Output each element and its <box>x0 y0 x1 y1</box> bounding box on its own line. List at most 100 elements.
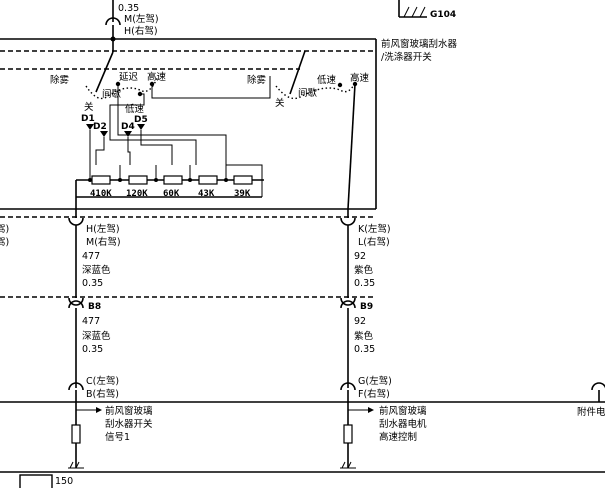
diode-d4-label: D4 <box>121 122 135 132</box>
wire-477-circuit: 477 <box>82 251 100 262</box>
wire-92-circuit: 92 <box>354 251 366 262</box>
left-input-resistor <box>71 424 81 444</box>
wire-92-bottom-conn-left: G(左驾) <box>358 375 392 387</box>
wire-477-size: 0.35 <box>82 278 103 289</box>
ladder-lead-6 <box>117 120 227 165</box>
connector-b8-label: B8 <box>88 302 101 312</box>
left-pos-off: 关 <box>84 101 94 113</box>
left-switch-section: 除雾 延迟 高速 关 间歇 低速 D1 D2 D4 D5 <box>50 39 271 209</box>
switch-title-line1: 前风窗玻璃刮水器 <box>381 38 458 50</box>
top-connector-right: H(右驾) <box>124 25 158 37</box>
wire-477-size2: 0.35 <box>82 344 103 355</box>
wire-92-size2: 0.35 <box>354 344 375 355</box>
wire-92-conn-left: K(左驾) <box>358 223 391 235</box>
right-input-resistor <box>343 424 353 444</box>
ladder-lead-3 <box>127 137 131 165</box>
wire-92-color2: 紫色 <box>354 330 374 342</box>
ladder-lead-2 <box>95 137 105 165</box>
resistor-43k <box>198 175 218 185</box>
bottom-reference: 150 <box>0 471 605 488</box>
right-pos-high: 高速 <box>350 72 370 84</box>
left-edge-fragment-1: 驾) <box>0 224 9 235</box>
diode-d1-label: D1 <box>81 114 95 124</box>
right-output-wire <box>347 83 356 210</box>
right-pos-off: 关 <box>275 97 285 109</box>
ground-hatch-1 <box>403 6 410 18</box>
left-module-input: 前风窗玻璃 刮水器开关 信号1 <box>68 405 153 469</box>
left-contact-arc <box>85 75 159 100</box>
wire-477-bottom-conn-right: B(右驾) <box>86 388 119 400</box>
connector-k-symbol <box>340 217 356 226</box>
left-dest-line3: 信号1 <box>105 431 130 443</box>
diode-d2 <box>100 131 108 137</box>
wire-92-conn-right: L(右驾) <box>358 236 390 248</box>
left-pos-high: 高速 <box>147 71 167 83</box>
left-pos-defog: 除雾 <box>50 74 70 86</box>
right-module-input: 前风窗玻璃 刮水器电机 高速控制 <box>340 405 427 469</box>
resistor-120k <box>128 175 148 185</box>
ground-g104: G104 <box>398 0 456 20</box>
wire-477-color: 深蓝色 <box>82 264 111 276</box>
wire-477-color2: 深蓝色 <box>82 330 111 342</box>
right-pos-defog: 除雾 <box>247 74 267 86</box>
left-edge-fragment-2: 驾) <box>0 237 9 248</box>
right-dest-line2: 刮水器电机 <box>379 418 427 430</box>
diode-d5 <box>137 124 145 130</box>
left-dest-line1: 前风窗玻璃 <box>105 405 153 417</box>
ladder-lead-5 <box>109 120 197 165</box>
connector-h-symbol <box>68 217 84 226</box>
resistor-60k-label: 60K <box>163 189 180 199</box>
wire-477-bottom-conn-left: C(左驾) <box>86 375 119 387</box>
tap-dot-1 <box>88 178 92 182</box>
tap-dot-3 <box>154 178 158 182</box>
resistor-60k <box>163 175 183 185</box>
right-dest-line3: 高速控制 <box>379 431 417 443</box>
far-right-connector <box>591 382 605 391</box>
connector-b8-bottom <box>68 300 84 309</box>
connector-g-symbol <box>340 382 356 391</box>
right-pos-intermittent: 间歇 <box>298 87 318 99</box>
tap-dot-5 <box>224 178 228 182</box>
left-pos-intermittent: 间歇 <box>102 88 122 100</box>
top-connector-left: M(左驾) <box>124 13 159 25</box>
right-contact-arc <box>275 79 357 100</box>
left-ground-hatch-2 <box>75 461 80 469</box>
module-boundary: 附件电 <box>0 382 605 418</box>
left-edge: 驾) 驾) <box>0 216 376 298</box>
right-switch-section: 除雾 低速 高速 关 间歇 <box>247 50 370 210</box>
left-switch-blade <box>95 51 114 93</box>
right-input-arrow-head <box>368 407 374 413</box>
diode-d5-label: D5 <box>134 115 148 125</box>
tap-dot-2 <box>118 178 122 182</box>
resistor-410k <box>91 175 111 185</box>
wire-477-conn-left: H(左驾) <box>86 223 120 235</box>
left-input-arrow-head <box>96 407 102 413</box>
switch-box: 前风窗玻璃刮水器 /洗涤器开关 <box>0 36 458 210</box>
top-connector-symbol <box>105 17 121 26</box>
resistor-39k-label: 39K <box>234 189 251 199</box>
left-dest-line2: 刮水器开关 <box>105 418 153 430</box>
left-ground-hatch-1 <box>69 461 74 469</box>
high-speed-link <box>151 76 271 99</box>
top-feed: 0.35 M(左驾) H(右驾) <box>105 0 159 38</box>
right-ground-hatch-2 <box>347 461 352 469</box>
ground-hatch-3 <box>419 6 426 18</box>
left-pos-low: 低速 <box>125 103 145 115</box>
wire-477-conn-right: M(右驾) <box>86 236 121 248</box>
right-switch-blade <box>289 50 306 95</box>
connector-b8-top <box>68 297 84 306</box>
connector-b9-label: B9 <box>360 302 373 312</box>
resistor-43k-label: 43K <box>198 189 215 199</box>
resistor-410k-label: 410K <box>90 189 112 199</box>
connector-b9-bottom <box>340 300 356 309</box>
switch-title-line2: /洗涤器开关 <box>381 51 432 63</box>
right-ground-hatch-1 <box>341 461 346 469</box>
far-right-label: 附件电 <box>577 406 605 418</box>
top-wire-size: 0.35 <box>118 3 139 14</box>
ladder-lead-7 <box>226 164 263 197</box>
ground-label: G104 <box>430 10 456 20</box>
right-contact-low <box>337 82 343 88</box>
resistor-39k <box>233 175 253 185</box>
wire-92-bottom-conn-right: F(右驾) <box>358 388 390 400</box>
wire-477-circuit2: 477 <box>82 316 100 327</box>
